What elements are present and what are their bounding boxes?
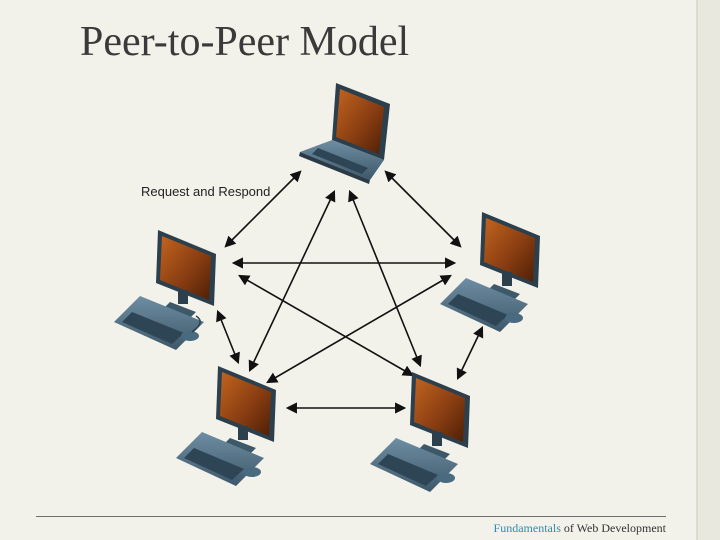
request-respond-label: Request and Respond — [141, 184, 270, 199]
arrow-left-bottom-right — [238, 274, 414, 377]
arrow-laptop-bottom-right — [348, 189, 422, 368]
laptop-icon — [299, 83, 390, 184]
desktop-icon-bottom-right — [370, 372, 470, 492]
footer-text: Fundamentals of Web Development — [494, 521, 666, 536]
desktop-icon-left — [114, 230, 216, 350]
desktop-icon-right — [440, 212, 540, 332]
arrow-left-bottom-left-short — [216, 309, 240, 365]
footer-divider — [36, 516, 666, 517]
slide-title: Peer-to-Peer Model — [80, 19, 410, 65]
right-edge-stripe — [696, 0, 720, 540]
arrow-right-bottom-right-short — [456, 325, 484, 381]
arrow-laptop-bottom-left — [248, 189, 336, 373]
arrow-laptop-right — [384, 170, 462, 248]
connection-arrows — [216, 170, 484, 414]
footer-rest-text: of Web Development — [560, 521, 666, 535]
arrow-right-bottom-left — [266, 274, 452, 384]
desktop-icon-bottom-left — [176, 366, 276, 486]
footer-accent-text: Fundamentals — [493, 521, 561, 535]
